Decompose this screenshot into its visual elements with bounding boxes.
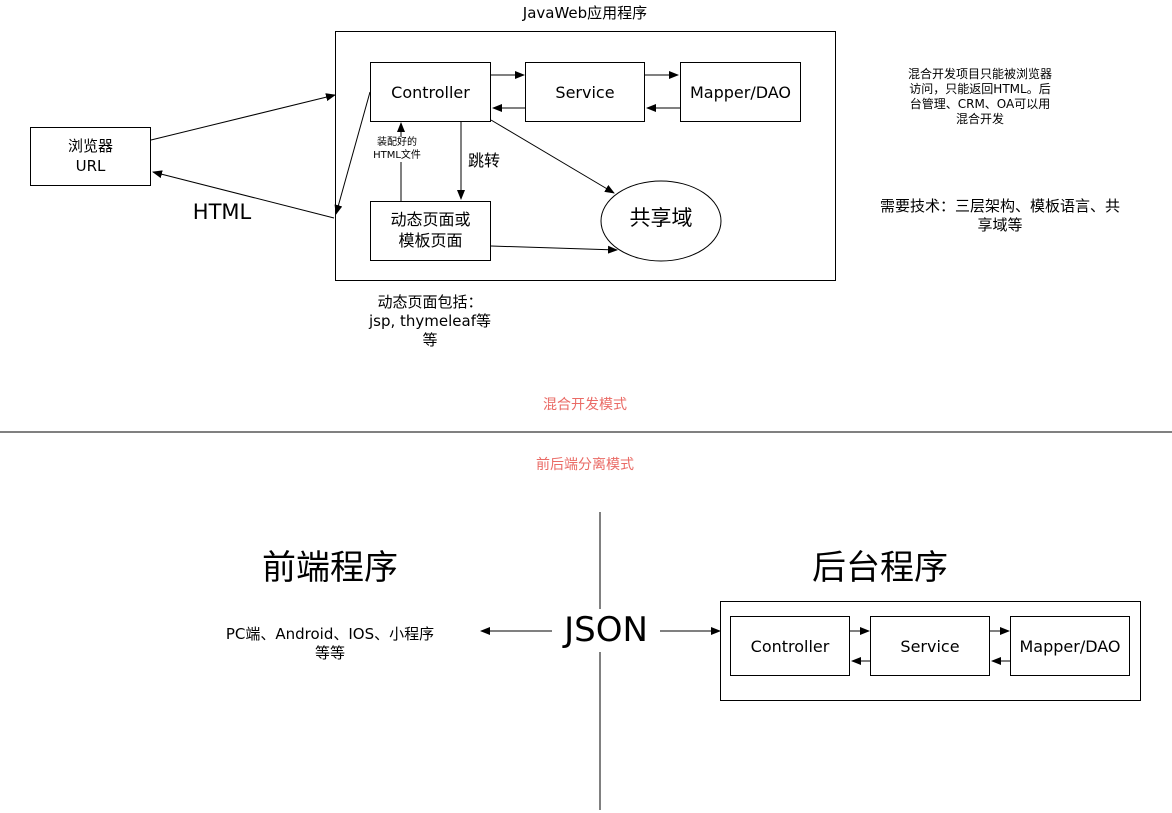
shared-scope-ellipse [600, 180, 722, 262]
mapper-box: Mapper/DAO [680, 62, 801, 122]
mixed-mode-label: 混合开发模式 [543, 397, 627, 413]
separated-mode-label: 前后端分离模式 [536, 457, 634, 473]
backend-title: 后台程序 [812, 548, 948, 588]
browser-to-app-arrow [150, 93, 336, 141]
backend-frame [720, 601, 1141, 701]
app-title: JavaWeb应用程序 [522, 4, 648, 22]
dynamic-page-box: 动态页面或 模板页面 [370, 201, 491, 261]
shared-scope-label: 共享域 [629, 206, 693, 230]
assembled-html-label: 装配好的 HTML文件 [362, 137, 432, 162]
frontend-title: 前端程序 [262, 548, 398, 588]
app-to-browser-arrow [152, 170, 335, 219]
json-label: JSON [552, 609, 660, 652]
frontend-description: PC端、Android、IOS、小程序 等等 [225, 625, 435, 662]
controller-to-scope-arrow [490, 119, 615, 194]
backend-controller-box: Controller [730, 616, 850, 676]
service-box: Service [525, 62, 645, 122]
browser-box: 浏览器 URL [30, 127, 151, 186]
jump-label: 跳转 [467, 151, 500, 170]
backend-service-box: Service [870, 616, 990, 676]
dynamic-page-note: 动态页面包括： jsp, thymeleaf等 等 [368, 293, 491, 349]
required-tech-note: 需要技术：三层架构、模板语言、共 享域等 [879, 197, 1120, 234]
backend-mapper-box: Mapper/DAO [1010, 616, 1130, 676]
controller-box: Controller [370, 62, 491, 122]
mixed-dev-note: 混合开发项目只能被浏览器 访问，只能返回HTML。后 台管理、CRM、OA可以用… [907, 67, 1052, 126]
controller-to-frame-arrow [334, 91, 371, 215]
html-response-label: HTML [192, 200, 252, 224]
javaweb-app-frame [335, 31, 836, 281]
page-to-scope-arrow [490, 245, 618, 254]
